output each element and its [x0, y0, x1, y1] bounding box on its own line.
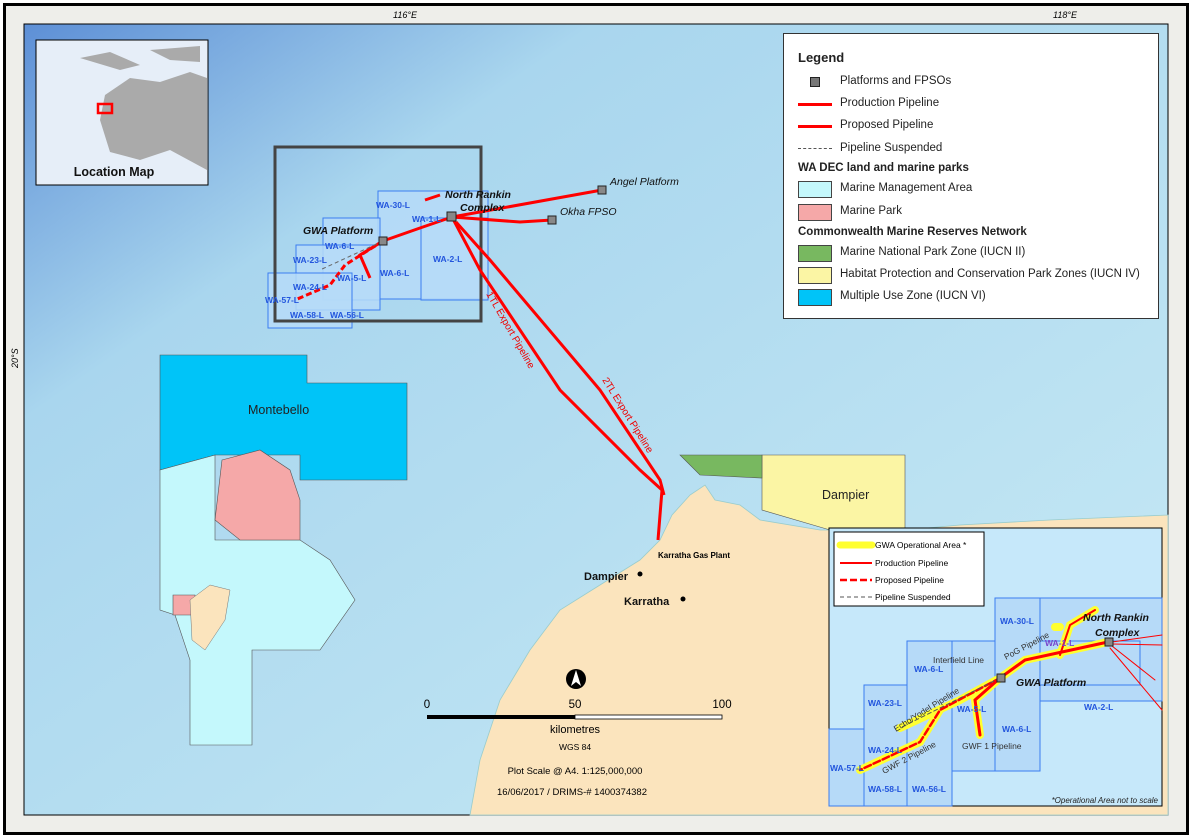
gwf1-pipeline-label: GWF 1 Pipeline — [962, 741, 1022, 751]
platform-marker-icon — [810, 77, 820, 87]
karratha-label: Karratha — [624, 596, 670, 608]
legend-item: Marine Management Area — [840, 182, 973, 194]
inset-legend-item: Proposed Pipeline — [875, 575, 944, 585]
location-marker — [96, 102, 114, 115]
lon-label-116: 116°E — [393, 10, 418, 20]
lat-label-20s: 20°S — [10, 348, 20, 369]
permit-label: WA-5-L — [337, 273, 366, 283]
karratha-dot — [680, 596, 686, 602]
legend-group-heading: WA DEC land and marine parks — [798, 162, 969, 174]
pipelines — [294, 188, 666, 541]
legend: Legend Platforms and FPSOs Production Pi… — [783, 33, 1159, 319]
permit-label: WA-6-L — [380, 268, 409, 278]
permit-label: WA-30-L — [376, 200, 410, 210]
platform-markers — [378, 185, 607, 246]
legend-swatch — [798, 245, 832, 262]
area-of-interest-box — [273, 145, 483, 323]
legend-item: Pipeline Suspended — [840, 142, 943, 154]
legend-item: Proposed Pipeline — [840, 119, 934, 131]
permit-label: WA-56-L — [330, 310, 364, 320]
scale-unit: kilometres — [550, 724, 601, 736]
permit-label: WA-23-L — [868, 698, 902, 708]
dampier-town-label: Dampier — [584, 571, 629, 583]
permit-label: WA-30-L — [1000, 616, 1034, 626]
dampier-town-dot — [637, 571, 643, 577]
scale-tick-50: 50 — [569, 699, 582, 711]
inset-map — [828, 527, 1163, 807]
legend-swatch — [798, 181, 832, 198]
scale-tick-0: 0 — [424, 699, 430, 711]
permit-label: WA-24-L — [868, 745, 902, 755]
inset-nrc-label-2: Complex — [1095, 627, 1141, 639]
north-arrow-icon — [566, 669, 586, 689]
legend-title: Legend — [798, 50, 845, 65]
footer-reference: 16/06/2017 / DRIMS-# 1400374382 — [497, 787, 647, 798]
permit-label: WA-24-L — [293, 282, 327, 292]
permit-label: WA-6-L — [1002, 724, 1031, 734]
permit-label: WA-1-L — [1045, 638, 1074, 648]
permit-label: WA-6-L — [325, 241, 354, 251]
dampier-national-park-zone — [679, 454, 763, 479]
legend-swatch — [798, 289, 832, 306]
legend-item: Production Pipeline — [840, 97, 940, 109]
permit-blocks — [267, 190, 489, 329]
dampier-park-label: Dampier — [822, 488, 869, 502]
permit-label: WA-58-L — [868, 784, 902, 794]
okha-fpso-label: Okha FPSO — [560, 206, 617, 218]
scale-bar-white — [574, 714, 723, 720]
permit-label: WA-6-L — [914, 664, 943, 674]
legend-item: Marine National Park Zone (IUCN II) — [840, 246, 1026, 258]
permit-label: WA-5-L — [957, 704, 986, 714]
permit-label: WA-57-L — [830, 763, 864, 773]
permit-label: WA-1-L — [412, 214, 441, 224]
datum-label: WGS 84 — [559, 742, 591, 752]
inset-legend-item: Pipeline Suspended — [875, 592, 951, 602]
permit-label: WA-2-L — [433, 254, 462, 264]
montebello-label: Montebello — [248, 403, 309, 417]
legend-item: Habitat Protection and Conservation Park… — [840, 268, 1140, 280]
legend-item: Multiple Use Zone (IUCN VI) — [840, 290, 986, 302]
scale-tick-100: 100 — [712, 699, 731, 711]
inset-note: *Operational Area not to scale — [1052, 796, 1159, 805]
north-rankin-label-2: Complex — [460, 202, 506, 214]
suspended-pipeline-symbol — [798, 148, 832, 149]
marine-management-area — [159, 454, 356, 746]
inset-gwa-label: GWA Platform — [1016, 677, 1086, 689]
permit-label: WA-2-L — [1084, 702, 1113, 712]
suspended-pipeline — [319, 240, 384, 271]
plot-scale-label: Plot Scale @ A4. 1:125,000,000 — [508, 766, 643, 777]
location-map: Location Map — [35, 39, 209, 186]
legend-item: Platforms and FPSOs — [840, 75, 952, 87]
island — [189, 584, 231, 651]
permit-label: WA-57-L — [265, 295, 299, 305]
production-pipeline-symbol — [798, 103, 832, 106]
angel-platform-label: Angel Platform — [609, 176, 679, 188]
gwa-platform-label: GWA Platform — [303, 225, 373, 237]
permit-label: WA-56-L — [912, 784, 946, 794]
inset-legend-item: Production Pipeline — [875, 558, 949, 568]
interfield-line-label: Interfield Line — [933, 655, 984, 665]
north-rankin-label: North Rankin — [445, 189, 511, 201]
legend-swatch — [798, 267, 832, 284]
legend-group-heading: Commonwealth Marine Reserves Network — [798, 226, 1027, 238]
lon-label-118: 118°E — [1053, 10, 1078, 20]
inset-permit-labels: WA-30-L WA-1-L WA-6-L WA-23-L WA-5-L WA-… — [830, 616, 1113, 794]
location-map-title: Location Map — [74, 165, 155, 179]
karratha-gas-plant-label: Karratha Gas Plant — [658, 551, 730, 560]
inset-nrc-label: North Rankin — [1083, 612, 1149, 624]
scale-bar-black — [427, 715, 575, 719]
marine-park — [214, 449, 301, 541]
inset-legend-item: GWA Operational Area * — [875, 540, 967, 550]
proposed-pipeline-symbol — [798, 125, 832, 128]
legend-swatch — [798, 204, 832, 221]
legend-item: Marine Park — [840, 205, 902, 217]
permit-label: WA-23-L — [293, 255, 327, 265]
permit-label: WA-58-L — [290, 310, 324, 320]
